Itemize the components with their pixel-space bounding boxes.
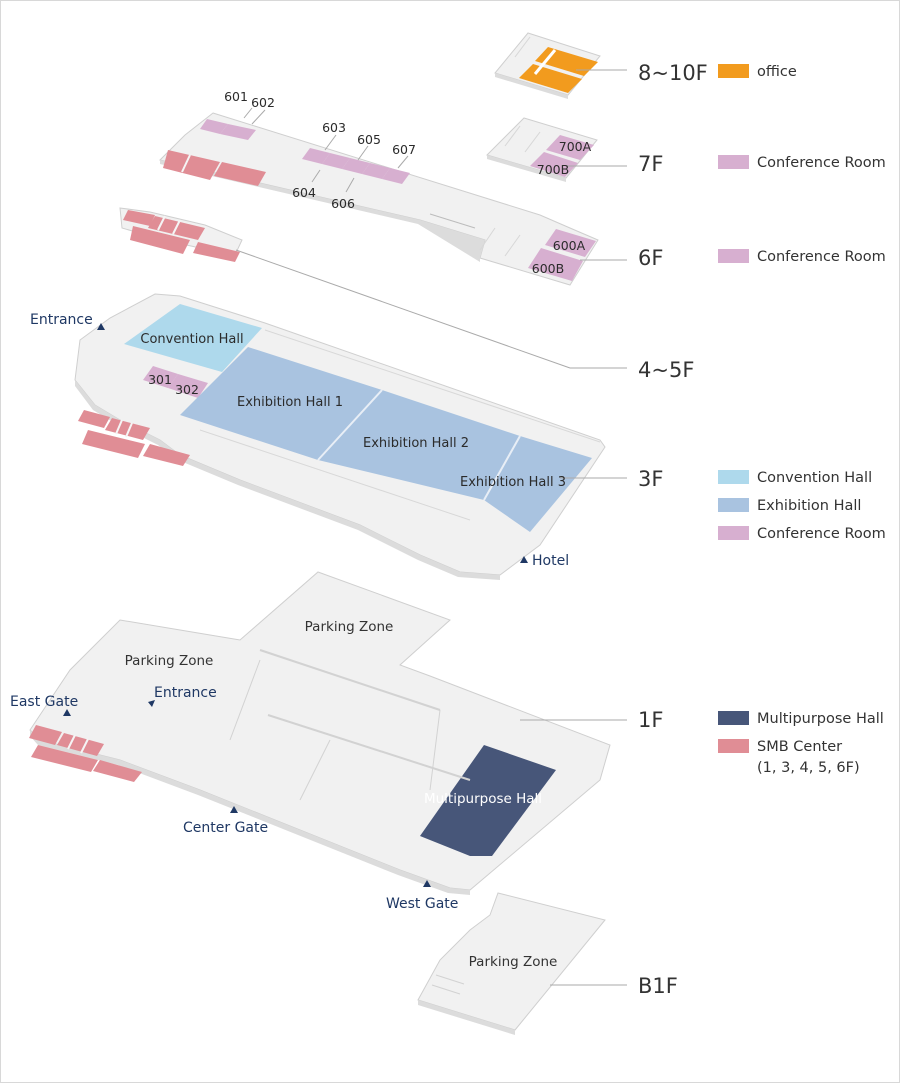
floor-label-1f: 1F [638, 708, 663, 732]
label-exhibition-hall-2: Exhibition Hall 2 [363, 436, 469, 451]
entrance-3f-marker-icon [97, 323, 105, 330]
label-parking-zone-b1: Parking Zone [469, 954, 558, 970]
legend-convention-hall: Convention Hall [757, 470, 872, 486]
legend-swatch-office [718, 64, 749, 78]
floor-label-4-5f: 4~5F [638, 358, 694, 382]
convention-hall-area [124, 304, 262, 372]
label-604: 604 [292, 185, 316, 200]
label-west-gate: West Gate [386, 896, 458, 912]
room-601 [200, 119, 228, 134]
legend-swatch-conference-6f [718, 249, 749, 263]
label-600b: 600B [532, 261, 564, 276]
exhibition-hall-3-area [484, 436, 592, 532]
legend: office Conference Room Conference Room C… [718, 64, 886, 776]
room-605 [342, 158, 370, 174]
floor-b1-plan [417, 892, 606, 1035]
legend-exhibition-hall: Exhibition Hall [757, 498, 861, 514]
label-600a: 600A [553, 238, 586, 253]
legend-conference-6f: Conference Room [757, 249, 886, 265]
west-gate-marker-icon [423, 880, 431, 887]
legend-swatch-conference-7f [718, 155, 749, 169]
label-301: 301 [148, 372, 172, 387]
floor-6-plan [119, 112, 599, 286]
label-east-gate: East Gate [10, 694, 78, 710]
room-602 [220, 124, 256, 140]
hotel-marker-icon [520, 556, 528, 563]
label-603: 603 [322, 120, 346, 135]
room-302 [168, 374, 208, 398]
legend-conference-3f: Conference Room [757, 526, 886, 542]
room-700b [530, 152, 578, 177]
room-603 [302, 148, 330, 164]
floor-label-6f: 6F [638, 246, 663, 270]
legend-smb-center: SMB Center [757, 739, 842, 755]
floor-label-7f: 7F [638, 152, 663, 176]
label-602: 602 [251, 95, 275, 110]
exhibition-hall-2-area [318, 390, 520, 500]
label-606: 606 [331, 196, 355, 211]
label-parking-zone-1f-left: Parking Zone [125, 653, 214, 669]
room-607 [382, 168, 410, 184]
label-multipurpose-hall: Multipurpose Hall [424, 791, 542, 807]
label-entrance-3f: Entrance [30, 312, 93, 328]
gate-markers [63, 323, 528, 887]
label-hotel: Hotel [532, 553, 569, 569]
room-604 [322, 153, 350, 169]
label-center-gate: Center Gate [183, 820, 268, 836]
room-700a [546, 135, 594, 160]
east-gate-marker-icon [63, 709, 71, 716]
leader-lines [235, 69, 627, 986]
floor-label-8-10f: 8~10F [638, 61, 708, 85]
label-302: 302 [175, 382, 199, 397]
multipurpose-hall-area [420, 745, 556, 856]
room-301 [143, 366, 178, 388]
legend-swatch-multipurpose-hall [718, 711, 749, 725]
floor-7-plan [486, 117, 598, 182]
label-607: 607 [392, 142, 416, 157]
label-exhibition-hall-1: Exhibition Hall 1 [237, 395, 343, 410]
legend-smb-center-note: (1, 3, 4, 5, 6F) [757, 760, 860, 776]
legend-swatch-smb-center [718, 739, 749, 753]
legend-office: office [757, 64, 797, 80]
floor-3-plan [74, 293, 606, 580]
legend-swatch-exhibition-hall [718, 498, 749, 512]
room-600a [545, 229, 596, 257]
center-gate-marker-icon [230, 806, 238, 813]
floor-8-10-plan [494, 32, 601, 99]
legend-multipurpose-hall: Multipurpose Hall [757, 711, 884, 727]
label-700a: 700A [559, 139, 592, 154]
floor-label-b1f: B1F [638, 974, 678, 998]
legend-swatch-convention-hall [718, 470, 749, 484]
legend-swatch-conference-3f [718, 526, 749, 540]
exhibition-hall-1-area [180, 347, 382, 460]
label-601: 601 [224, 89, 248, 104]
office-area-bottom [519, 64, 582, 93]
room-600b [528, 248, 583, 281]
label-entrance-1f: Entrance [154, 685, 217, 701]
label-exhibition-hall-3: Exhibition Hall 3 [460, 475, 566, 490]
legend-conference-7f: Conference Room [757, 155, 886, 171]
floor-1-plan [29, 571, 611, 895]
label-700b: 700B [537, 162, 569, 177]
label-parking-zone-1f-right: Parking Zone [305, 619, 394, 635]
floor-label-3f: 3F [638, 467, 663, 491]
label-605: 605 [357, 132, 381, 147]
entrance-1f-marker-icon [148, 700, 155, 707]
room-606 [362, 163, 390, 179]
label-convention-hall: Convention Hall [140, 332, 243, 347]
